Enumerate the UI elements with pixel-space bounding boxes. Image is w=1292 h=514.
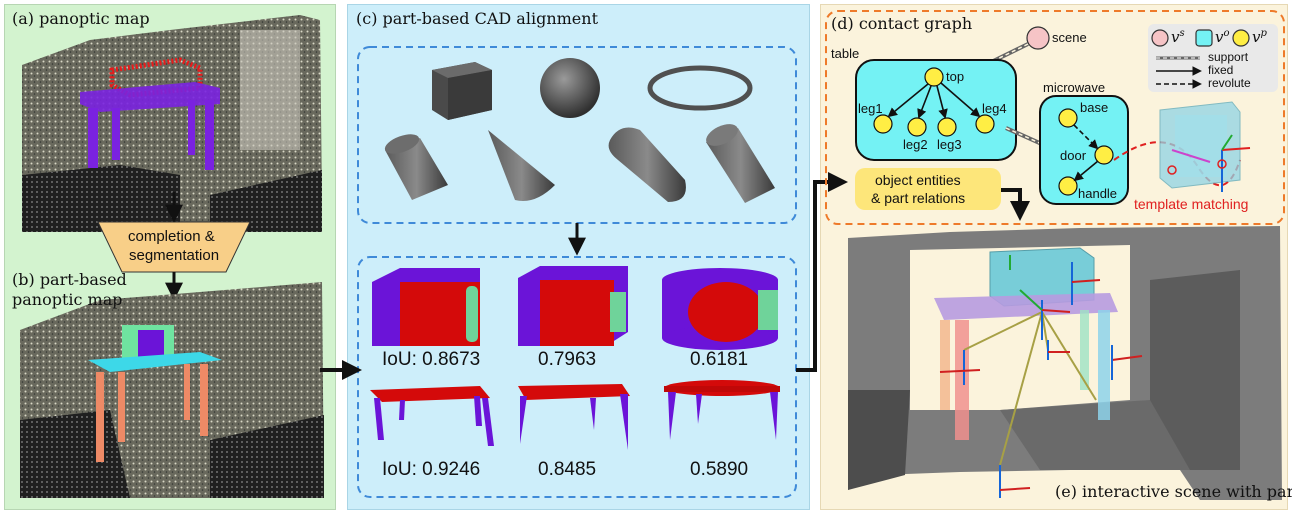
- cylinder-primitive: [706, 124, 775, 203]
- cone-primitive: [488, 130, 555, 201]
- entities-line2: & part relations: [871, 190, 966, 206]
- scene-node: [1026, 26, 1050, 50]
- legend-vs-label: vs: [1171, 28, 1185, 46]
- table-part-leg3: [937, 117, 957, 137]
- table-part-leg1: [873, 114, 893, 134]
- microwave-fit-3: [662, 268, 778, 350]
- sphere-primitive: [540, 58, 600, 118]
- table-fit-1: [370, 386, 494, 446]
- contact-graph-box: [825, 10, 1285, 225]
- microwave-part-handle: [1058, 176, 1078, 196]
- legend-revolute-label: revolute: [1208, 76, 1251, 90]
- iou-table-2: 0.8485: [538, 459, 597, 480]
- legend-object-icon: [1195, 29, 1213, 47]
- iou-table-3: 0.5890: [690, 459, 749, 480]
- template-microwave-image: [1159, 101, 1251, 192]
- arrow-entities-to-scene: [1001, 188, 1030, 221]
- scene-label: scene: [1052, 30, 1087, 45]
- panel-e-title: (e) interactive scene with parts: [1055, 482, 1292, 501]
- iou-microwave-3: 0.6181: [690, 349, 749, 370]
- aligned-parts-box: [357, 256, 797, 498]
- table-part-label-top: top: [946, 69, 965, 84]
- table-part-top: [924, 67, 944, 87]
- table-part-label-leg3: leg3: [937, 137, 962, 152]
- completion-segmentation-box: [97, 221, 251, 273]
- entities-line1: object entities: [875, 172, 961, 188]
- process-line2: segmentation: [129, 247, 220, 264]
- legend-support-label: support: [1208, 50, 1249, 64]
- table-fit-3: [664, 380, 780, 440]
- iou-microwave-2: 0.7963: [538, 349, 597, 370]
- table-object-node: [855, 59, 1017, 161]
- object-entities-box: [855, 168, 1001, 210]
- table-fit-2: [518, 384, 630, 450]
- legend-scene-icon: [1151, 29, 1169, 47]
- table-part-leg4: [975, 114, 995, 134]
- legend-vo-label: vo: [1215, 28, 1230, 46]
- microwave-part-base: [1058, 108, 1078, 128]
- part-based-panoptic-map-image: [20, 282, 324, 498]
- panel-a-title: (a) panoptic map: [12, 9, 150, 28]
- capsule-primitive: [608, 127, 686, 202]
- microwave-part-label-door: door: [1060, 148, 1087, 163]
- table-part-label-leg2: leg2: [903, 137, 928, 152]
- panel-b-title-line1: (b) part-based: [12, 270, 127, 289]
- panoptic-map-image: [22, 15, 322, 232]
- panel-c-title: (c) part-based CAD alignment: [356, 9, 598, 28]
- edge-table-microwave: [1005, 126, 1045, 147]
- iou-microwave-1: IoU: 0.8673: [382, 349, 481, 370]
- microwave-part-label-base: base: [1080, 100, 1109, 115]
- iou-table-1: IoU: 0.9246: [382, 459, 481, 480]
- microwave-label: microwave: [1043, 80, 1106, 95]
- table-part-leg2: [907, 117, 927, 137]
- microwave-part-door: [1094, 145, 1114, 165]
- panel-d-title: (d) contact graph: [831, 14, 973, 33]
- template-matching-label: template matching: [1134, 196, 1249, 212]
- legend-fixed-label: fixed: [1208, 63, 1234, 77]
- table-part-label-leg1: leg1: [858, 101, 883, 116]
- cone-frustum-primitive: [384, 134, 448, 200]
- torus-primitive: [647, 65, 753, 111]
- legend-part-icon: [1232, 29, 1250, 47]
- process-line1: completion &: [128, 228, 215, 245]
- arrow-c-to-e: [796, 172, 848, 372]
- microwave-part-label-handle: handle: [1078, 186, 1118, 201]
- cube-primitive: [432, 62, 492, 120]
- table-label: table: [831, 46, 860, 61]
- panel-b-title-line2: panoptic map: [12, 290, 123, 309]
- legend-vp-label: vp: [1252, 28, 1267, 46]
- interactive-scene-image: [848, 226, 1282, 500]
- microwave-fit-1: [372, 268, 480, 346]
- table-part-label-leg4: leg4: [982, 101, 1007, 116]
- microwave-fit-2: [518, 266, 628, 346]
